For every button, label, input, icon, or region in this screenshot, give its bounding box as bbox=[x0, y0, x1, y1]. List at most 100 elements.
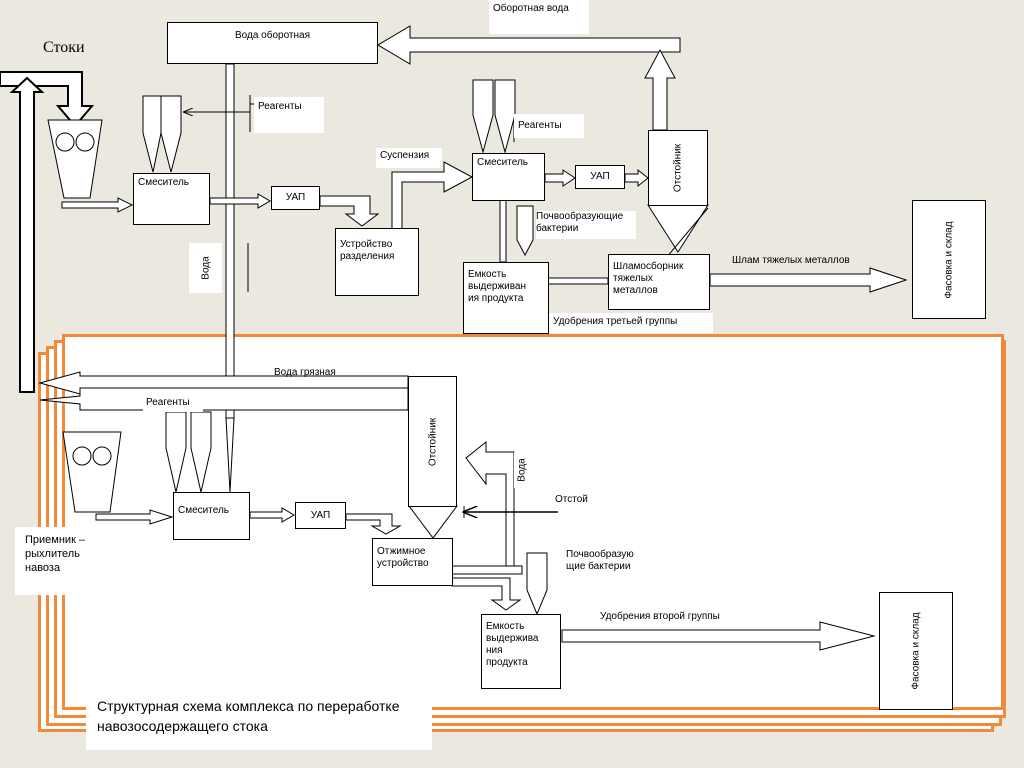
mixer-2-box: Смеситель bbox=[472, 153, 545, 201]
mixer-2-label: Смеситель bbox=[477, 157, 528, 168]
return-water-box-label: Вода оборотная bbox=[234, 30, 311, 41]
uap-2-label: УАП bbox=[590, 171, 610, 182]
hopper1-to-mixer1-arrow bbox=[61, 197, 134, 213]
fertilizer-2-arrow bbox=[561, 621, 876, 651]
otstoynik-up-arrow bbox=[644, 48, 676, 131]
diagram-title: Структурная схема комплекса по переработ… bbox=[86, 688, 432, 750]
mixer1-to-uap-arrow bbox=[209, 193, 271, 209]
warehouse-2-box: Фасовка и склад bbox=[879, 592, 953, 710]
bacteria-hopper-2 bbox=[526, 552, 548, 616]
holding-tank-2-box: Емкость выдержива ния продукта bbox=[481, 614, 561, 689]
water-return-arrow bbox=[465, 440, 515, 573]
return-water-box: Вода оборотная bbox=[167, 22, 378, 64]
holding-tank-2-line1: Емкость bbox=[486, 621, 525, 632]
stoki-inlet-pipe bbox=[0, 71, 95, 128]
heavy-metal-sludge-label: Шлам тяжелых металлов bbox=[732, 255, 850, 266]
sludge-collector-line2: тяжелых bbox=[613, 273, 653, 284]
mixer-3-label: Смеситель bbox=[178, 505, 229, 516]
settler-1-label: Отстойник bbox=[672, 143, 684, 193]
return-water-top-label-box: Оборотная вода bbox=[489, 0, 589, 34]
uap-1-box: УАП bbox=[271, 186, 320, 210]
reagent-hopper-3a bbox=[165, 411, 187, 493]
settler-2-box: Отстойник bbox=[408, 376, 457, 507]
sludge-collector-line1: Шламосборник bbox=[613, 261, 684, 272]
uap1-to-separator-arrow bbox=[319, 195, 380, 227]
dirty-water-label: Вода грязная bbox=[274, 367, 336, 378]
water-small-label: Вода bbox=[516, 458, 528, 482]
water-vertical-label: Вода bbox=[200, 256, 211, 280]
press-device-line2: устройство bbox=[377, 558, 429, 569]
diagram-title-line2: навозосодержащего стока bbox=[97, 718, 268, 734]
holding-tank-2-line2: выдержива bbox=[486, 633, 539, 644]
reagent-hopper-2b bbox=[494, 79, 516, 154]
press-device-line1: Отжимное bbox=[377, 546, 426, 557]
settler-1-box: Отстойник bbox=[648, 130, 708, 206]
otstoynik-1-cone bbox=[647, 204, 709, 253]
water-pipe-vertical bbox=[225, 63, 235, 421]
press-to-tank-arrow-2 bbox=[451, 577, 522, 611]
holding-tank-2-line3: ния bbox=[486, 645, 503, 656]
holding-tank-1-line2: выдерживан bbox=[468, 281, 527, 292]
stoki-label: Стоки bbox=[43, 39, 85, 56]
bacteria-1-label-box: Почвообразующие бактерии bbox=[536, 211, 636, 239]
press-device-box: Отжимное устройство bbox=[372, 538, 453, 586]
reagents-2-label: Реагенты bbox=[518, 120, 562, 131]
mixer-1-box: Смеситель bbox=[133, 173, 210, 225]
uap-2-box: УАП bbox=[575, 165, 625, 189]
reagents-2-box: Реагенты bbox=[514, 114, 584, 138]
reagents-3-box: Реагенты bbox=[143, 396, 203, 412]
mixer-3-box: Смеситель bbox=[173, 492, 250, 540]
suspension-label: Суспензия bbox=[380, 150, 430, 161]
bacteria-2-label-box: Почвообразую щие бактерии bbox=[566, 549, 656, 579]
fertilizer-3-label: Удобрения третьей группы bbox=[553, 316, 678, 327]
hopper-2 bbox=[62, 431, 122, 513]
separator-label-line1: Устройство bbox=[340, 239, 393, 250]
receiver-to-mixer3-arrow bbox=[95, 509, 174, 525]
reagents-1-box: Реагенты bbox=[254, 97, 324, 133]
sludge-collector-line3: металлов bbox=[613, 285, 658, 296]
water-hopper-3 bbox=[225, 417, 235, 493]
bacteria-2-label-line2: щие бактерии bbox=[566, 561, 631, 572]
reagents-1-label: Реагенты bbox=[258, 101, 302, 112]
bacteria-1-label-line2: бактерии bbox=[536, 223, 579, 234]
uap2-to-otstoynik-arrow bbox=[624, 168, 649, 188]
settler-2-label: Отстойник bbox=[427, 417, 438, 466]
receiver-line2: рыхлитель bbox=[25, 548, 80, 560]
holding-tank-1-line1: Емкость bbox=[468, 269, 507, 280]
diagram-title-line1: Структурная схема комплекса по переработ… bbox=[97, 698, 400, 714]
uap-1-label: УАП bbox=[285, 192, 306, 203]
separator-label-line2: разделения bbox=[340, 251, 395, 262]
receiver-line1: Приемник – bbox=[25, 534, 86, 546]
reagent-hopper-1a bbox=[142, 95, 162, 173]
bacteria-hopper-1 bbox=[516, 205, 534, 257]
water-vertical-label-box: Вода bbox=[189, 243, 222, 293]
fertilizer-3-label-box: Удобрения третьей группы bbox=[549, 313, 713, 333]
bacteria-1-label-line1: Почвообразующие bbox=[536, 211, 624, 222]
suspension-arrow bbox=[391, 161, 474, 237]
reagents-3-label: Реагенты bbox=[146, 397, 190, 408]
mixer2-to-emkost-line bbox=[499, 199, 507, 263]
return-water-top-label: Оборотная вода bbox=[493, 3, 569, 14]
uap3-to-press-arrow bbox=[345, 513, 402, 535]
warehouse-2-label: Фасовка и склад bbox=[910, 612, 922, 690]
separator-box: Устройство разделения bbox=[335, 228, 419, 296]
sludge-collector-box: Шламосборник тяжелых металлов bbox=[608, 254, 710, 310]
uap-3-label: УАП bbox=[310, 509, 331, 521]
shlam-to-warehouse-arrow bbox=[709, 267, 908, 293]
holding-tank-1-line3: ия продукта bbox=[468, 293, 524, 304]
receiver-line3: навоза bbox=[25, 562, 61, 574]
mixer-1-label: Смеситель bbox=[138, 177, 189, 188]
mixer2-to-uap-arrow bbox=[544, 169, 576, 187]
dirty-water-arrow-lower bbox=[39, 387, 409, 411]
sediment-label: Отстой bbox=[555, 494, 588, 505]
dirty-water-return-pipe bbox=[9, 76, 45, 393]
receiver-box: Приемник – рыхлитель навоза bbox=[15, 527, 99, 595]
bacteria-2-label-line1: Почвообразую bbox=[566, 549, 634, 560]
uap-3-box: УАП bbox=[295, 502, 346, 529]
warehouse-1-label: Фасовка и склад bbox=[943, 220, 955, 299]
holding-tank-2-line4: продукта bbox=[486, 657, 528, 668]
emkost1-to-shlam-line bbox=[547, 277, 609, 285]
holding-tank-1-box: Емкость выдерживан ия продукта bbox=[463, 262, 549, 334]
hopper-1 bbox=[47, 119, 103, 199]
